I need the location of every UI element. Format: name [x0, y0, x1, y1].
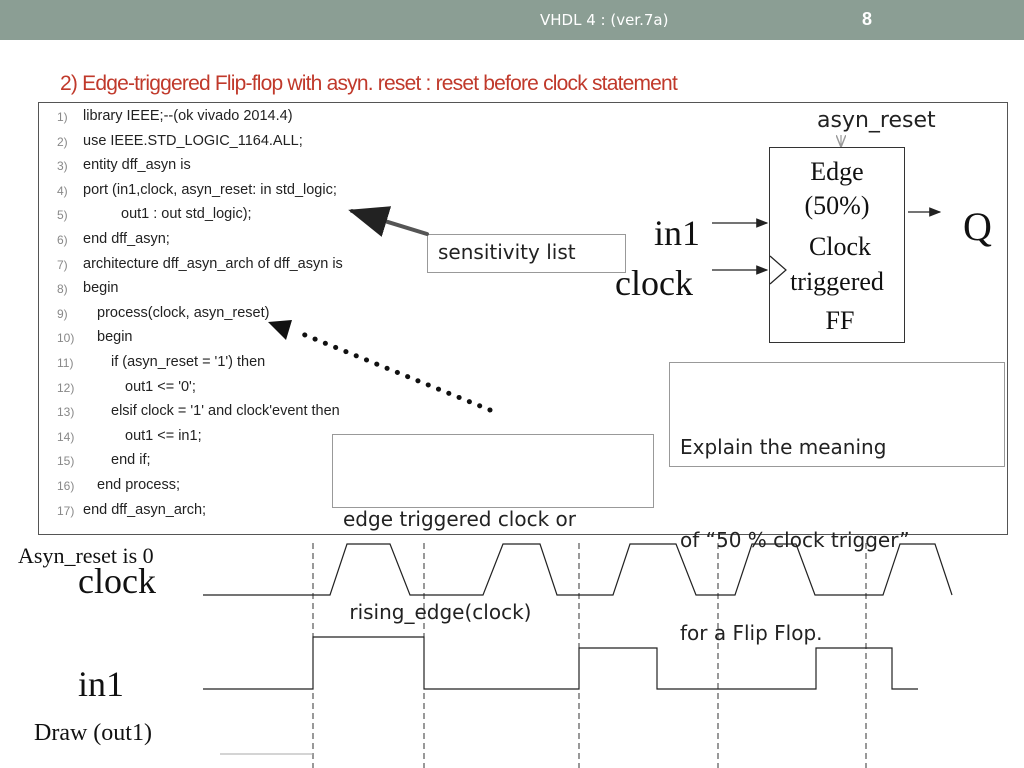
line-number: 17): [57, 503, 75, 518]
q-output-label: Q: [963, 204, 992, 249]
explain-line-3: for a Flip Flop.: [680, 621, 823, 645]
timing-clock-label: clock: [78, 561, 156, 601]
ff-text-clock: Clock: [808, 232, 872, 261]
line-number: 11): [57, 356, 74, 370]
clock-waveform: [203, 543, 953, 596]
explain-callout: Explain the meaning of “50 % clock trigg…: [669, 362, 1005, 645]
line-number: 5): [57, 208, 68, 223]
code-text: elsif clock = '1' and clock'event then: [111, 403, 340, 420]
line-number: 1): [57, 110, 68, 124]
code-text: end dff_asyn;: [83, 231, 170, 247]
ff-text-ff: FF: [825, 306, 855, 335]
explain-line-2: of “50 % clock trigger”: [680, 528, 910, 552]
code-text: library IEEE;--(ok vivado 2014.4): [83, 108, 293, 124]
clock-edge-symbol: [769, 255, 787, 285]
clock-input-label: clock: [615, 263, 693, 303]
code-text: port (in1,clock, asyn_reset: in std_logi…: [83, 181, 337, 198]
code-text: end process;: [97, 477, 181, 493]
line-number: 14): [57, 429, 75, 444]
ff-text-triggered: triggered: [790, 267, 884, 296]
code-text: entity dff_asyn is: [83, 157, 191, 174]
sensitivity-list-text: sensitivity list: [438, 240, 576, 264]
line-number: 2): [57, 134, 68, 149]
timing-in1-label: in1: [78, 664, 125, 704]
line-number: 10): [57, 331, 75, 346]
in1-input-label: in1: [654, 213, 701, 253]
code-text: out1 <= '0';: [125, 378, 196, 395]
code-text: process(clock, asyn_reset): [97, 304, 270, 321]
ff-text-edge: Edge: [810, 157, 864, 186]
in1-waveform: [203, 636, 918, 690]
code-text: use IEEE.STD_LOGIC_1164.ALL;: [83, 132, 303, 149]
code-text: architecture dff_asyn_arch of dff_asyn i…: [83, 255, 343, 272]
code-box: 1) library IEEE;--(ok vivado 2014.4) 2) use…: [38, 102, 1008, 535]
sensitivity-pointer: [348, 206, 429, 237]
line-number: 7): [57, 257, 68, 272]
sensitivity-list-callout: sensitivity list: [427, 234, 626, 273]
dotted-arrowhead: [268, 320, 292, 340]
timing-out1-label: Draw (out1): [34, 720, 152, 746]
line-number: 16): [57, 479, 75, 493]
asyn-reset-note: Asyn_reset is 0: [18, 543, 154, 568]
line-number: 6): [57, 233, 68, 247]
edge-trigger-callout: edge triggered clock or rising_edge(cloc…: [332, 434, 654, 624]
code-text: end if;: [111, 452, 151, 469]
line-number: 15): [57, 454, 75, 469]
dotted-arrow: [297, 330, 493, 413]
edge-trigger-line-1: edge triggered clock or: [343, 507, 576, 531]
page-number: 8: [862, 9, 873, 29]
header-title: VHDL 4 : (ver.7a): [540, 11, 669, 29]
line-number: 3): [57, 159, 68, 174]
slide-title: 2) Edge-triggered Flip-flop with asyn. r…: [60, 72, 678, 95]
explain-line-1: Explain the meaning: [680, 435, 887, 459]
top-bar: [0, 0, 1024, 40]
code-text: out1 : out std_logic);: [121, 206, 252, 223]
code-text: begin: [97, 329, 133, 346]
timing-guides: [312, 543, 867, 768]
line-number: 9): [57, 306, 68, 321]
code-text: if (asyn_reset = '1') then: [111, 354, 266, 370]
line-number: 4): [57, 183, 68, 198]
line-number: 12): [57, 380, 75, 395]
line-number: 13): [57, 405, 75, 420]
ff-text-50: (50%): [804, 191, 870, 220]
asyn-reset-label: asyn_reset: [817, 108, 936, 133]
code-text: begin: [83, 280, 119, 297]
code-text: out1 <= in1;: [125, 427, 202, 444]
line-number: 8): [57, 282, 68, 297]
code-text: end dff_asyn_arch;: [83, 501, 207, 518]
edge-trigger-line-2: rising_edge(clock): [343, 600, 532, 624]
ff-box: [769, 147, 905, 343]
